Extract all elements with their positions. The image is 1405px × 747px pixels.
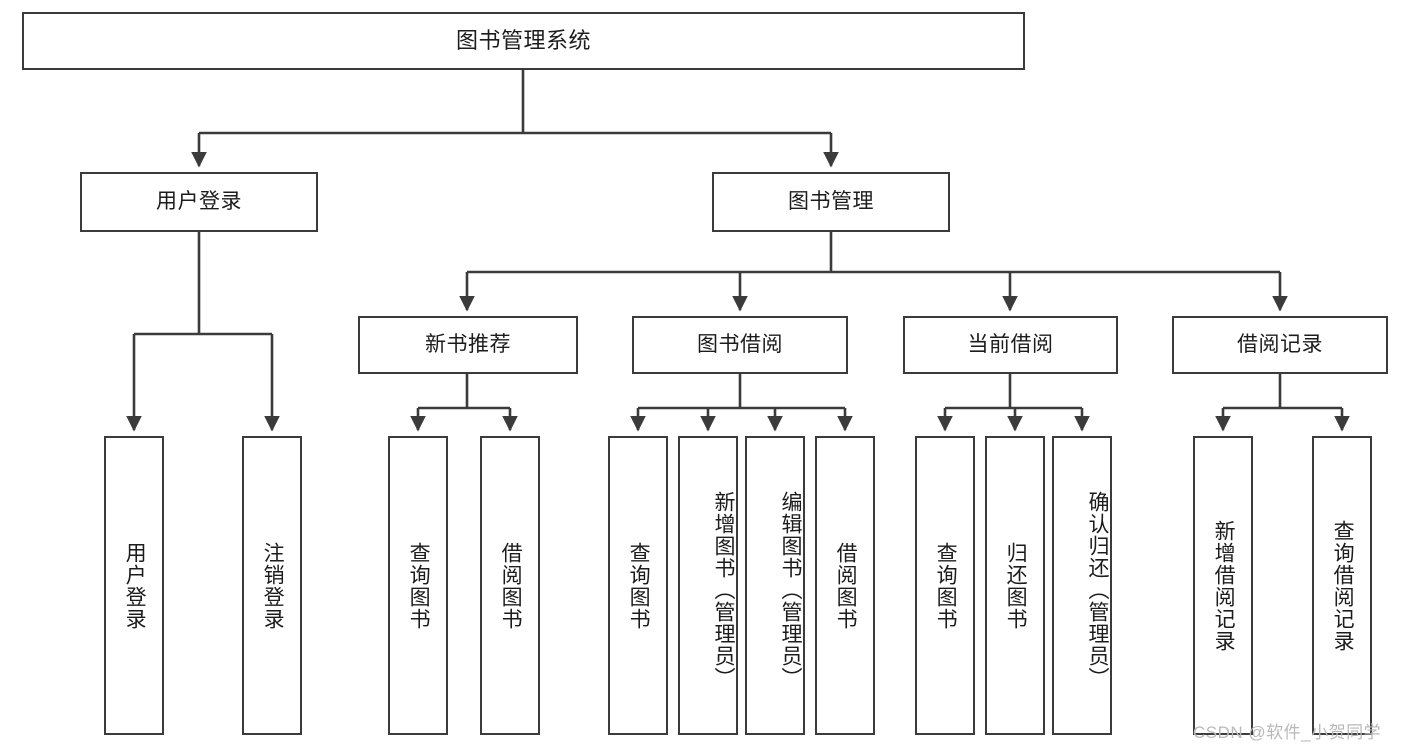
leaf-query-book-1[interactable]: 查询图书 <box>388 436 448 735</box>
leaf-return-book[interactable]: 归还图书 <box>985 436 1045 735</box>
node-book-borrow[interactable]: 图书借阅 <box>632 316 848 374</box>
node-user-login[interactable]: 用户登录 <box>80 172 318 232</box>
leaf-edit-book-admin[interactable]: 编辑图书（管理员） <box>745 436 805 735</box>
node-new-book-recommend[interactable]: 新书推荐 <box>358 316 578 374</box>
leaf-query-book-2[interactable]: 查询图书 <box>608 436 668 735</box>
leaf-query-borrow-record[interactable]: 查询借阅记录 <box>1312 436 1372 735</box>
leaf-query-book-3[interactable]: 查询图书 <box>915 436 975 735</box>
node-root-book-management-system[interactable]: 图书管理系统 <box>22 12 1025 70</box>
leaf-confirm-return-admin[interactable]: 确认归还（管理员） <box>1052 436 1112 735</box>
csdn-watermark: CSDN @软件_小贺同学 <box>1193 723 1382 742</box>
leaf-user-login[interactable]: 用户登录 <box>104 436 164 735</box>
leaf-borrow-book-1[interactable]: 借阅图书 <box>480 436 540 735</box>
node-current-borrow[interactable]: 当前借阅 <box>903 316 1118 374</box>
leaf-add-book-admin[interactable]: 新增图书（管理员） <box>678 436 738 735</box>
leaf-add-borrow-record[interactable]: 新增借阅记录 <box>1193 436 1253 735</box>
node-borrow-record[interactable]: 借阅记录 <box>1172 316 1388 374</box>
leaf-borrow-book-2[interactable]: 借阅图书 <box>815 436 875 735</box>
leaf-logout-login[interactable]: 注销登录 <box>242 436 302 735</box>
node-book-management[interactable]: 图书管理 <box>712 172 950 232</box>
